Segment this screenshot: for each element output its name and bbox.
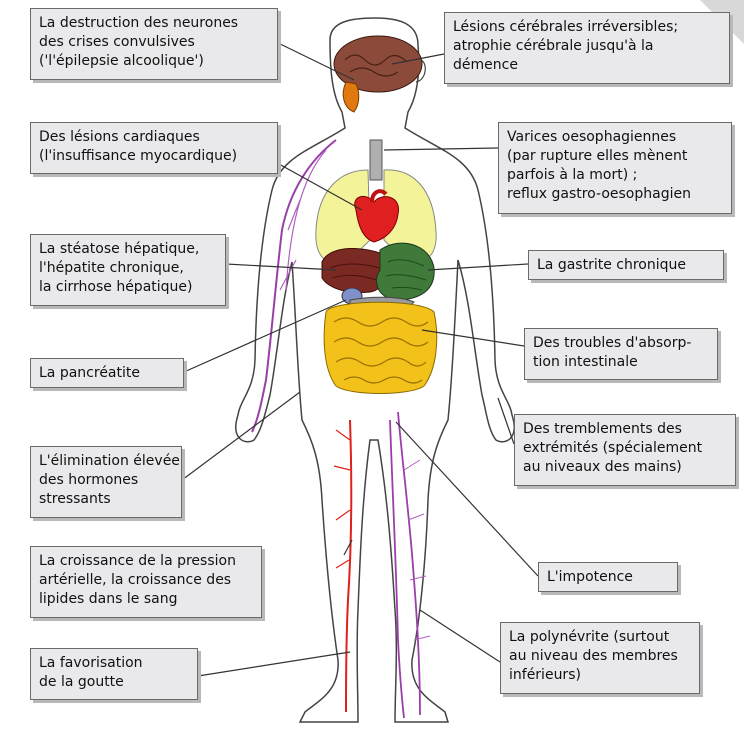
label-steatose: La stéatose hépatique, l'hépatite chroni… [30,234,226,306]
brain-folds [344,54,408,77]
stomach [376,242,435,301]
connector-lines [181,39,539,677]
label-pression: La croissance de la pression artérielle,… [30,546,262,618]
label-goutte: La favorisation de la goutte [30,648,198,700]
nerve-leg [389,411,421,719]
artery-branches [333,429,351,569]
label-impotence: L'impotence [538,562,678,592]
label-varices: Varices oesophagiennes (par rupture elle… [498,122,732,214]
liver-lines [329,263,381,281]
nerve-arm [251,139,337,433]
label-cardiaques: Des lésions cardiaques (l'insuffisance m… [30,122,278,174]
oesophagus [369,139,383,181]
label-neurones: La destruction des neurones des crises c… [30,8,278,80]
stomach-folds [385,259,427,291]
intestines [323,301,438,394]
label-pancreatite: La pancréatite [30,358,184,388]
nerve-leg-branches [403,459,431,641]
nerve-arm-2 [279,149,327,291]
label-gastrite: La gastrite chronique [528,250,724,280]
heart [354,195,399,243]
artery-leg [345,419,353,713]
label-polynevrite: La polynévrite (surtout au niveau des me… [500,622,700,694]
aorta [370,189,388,203]
label-lesions-cerebrales: Lésions cérébrales irréversibles; atroph… [444,12,730,84]
brainstem [342,81,360,113]
intestine-folds [333,317,429,384]
label-hormones: L'élimination élevée des hormones stress… [30,446,182,518]
label-absorption: Des troubles d'absorp- tion intestinale [524,328,718,380]
label-tremblements: Des tremblements des extrémités (spécial… [514,414,736,486]
